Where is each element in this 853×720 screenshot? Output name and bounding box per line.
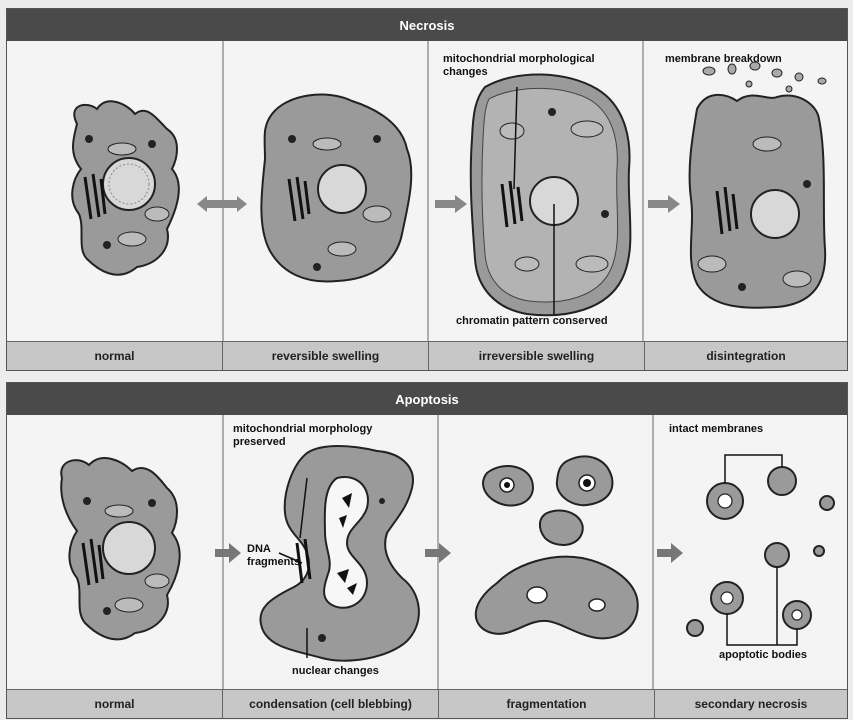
chromatin-label: chromatin pattern conserved <box>456 315 608 328</box>
apoptotic-bodies-label: apoptotic bodies <box>719 649 807 662</box>
necrosis-panel: Necrosis <box>6 8 848 371</box>
dna-fragments-label: DNA fragments <box>247 543 307 569</box>
necrosis-caption-bar: normal reversible swelling irreversible … <box>7 341 847 370</box>
caption-normal: normal <box>7 342 223 370</box>
caption-secondary-necrosis: secondary necrosis <box>655 690 847 718</box>
caption-disintegration: disintegration <box>645 342 847 370</box>
apoptosis-panel: Apoptosis <box>6 382 848 719</box>
caption-reversible-swelling: reversible swelling <box>223 342 429 370</box>
progression-arrow-2 <box>648 195 680 213</box>
reversible-arrow <box>197 196 247 212</box>
apoptosis-caption-bar: normal condensation (cell blebbing) frag… <box>7 689 847 718</box>
caption-fragmentation: fragmentation <box>439 690 655 718</box>
progression-arrow-1 <box>435 195 467 213</box>
apoptotic-bodies <box>687 467 834 636</box>
swollen-cell <box>261 95 411 282</box>
disintegrating-cell <box>690 62 826 308</box>
mitochondrial-preserved-label: mitochondrial morphology preserved <box>233 423 383 449</box>
apoptosis-arrow-1 <box>215 543 241 563</box>
apoptosis-arrow-3 <box>657 543 683 563</box>
caption-irreversible-swelling: irreversible swelling <box>429 342 645 370</box>
caption-condensation: condensation (cell blebbing) <box>223 690 439 718</box>
irreversible-swollen-cell <box>471 74 631 315</box>
nuclear-changes-label: nuclear changes <box>292 665 379 678</box>
normal-cell <box>72 101 179 274</box>
apoptosis-normal-cell <box>61 458 179 639</box>
membrane-breakdown-label: membrane breakdown <box>665 53 782 66</box>
mitochondrial-changes-label: mitochondrial morphological changes <box>443 53 629 79</box>
caption-apoptosis-normal: normal <box>7 690 223 718</box>
intact-membranes-label: intact membranes <box>669 423 763 436</box>
